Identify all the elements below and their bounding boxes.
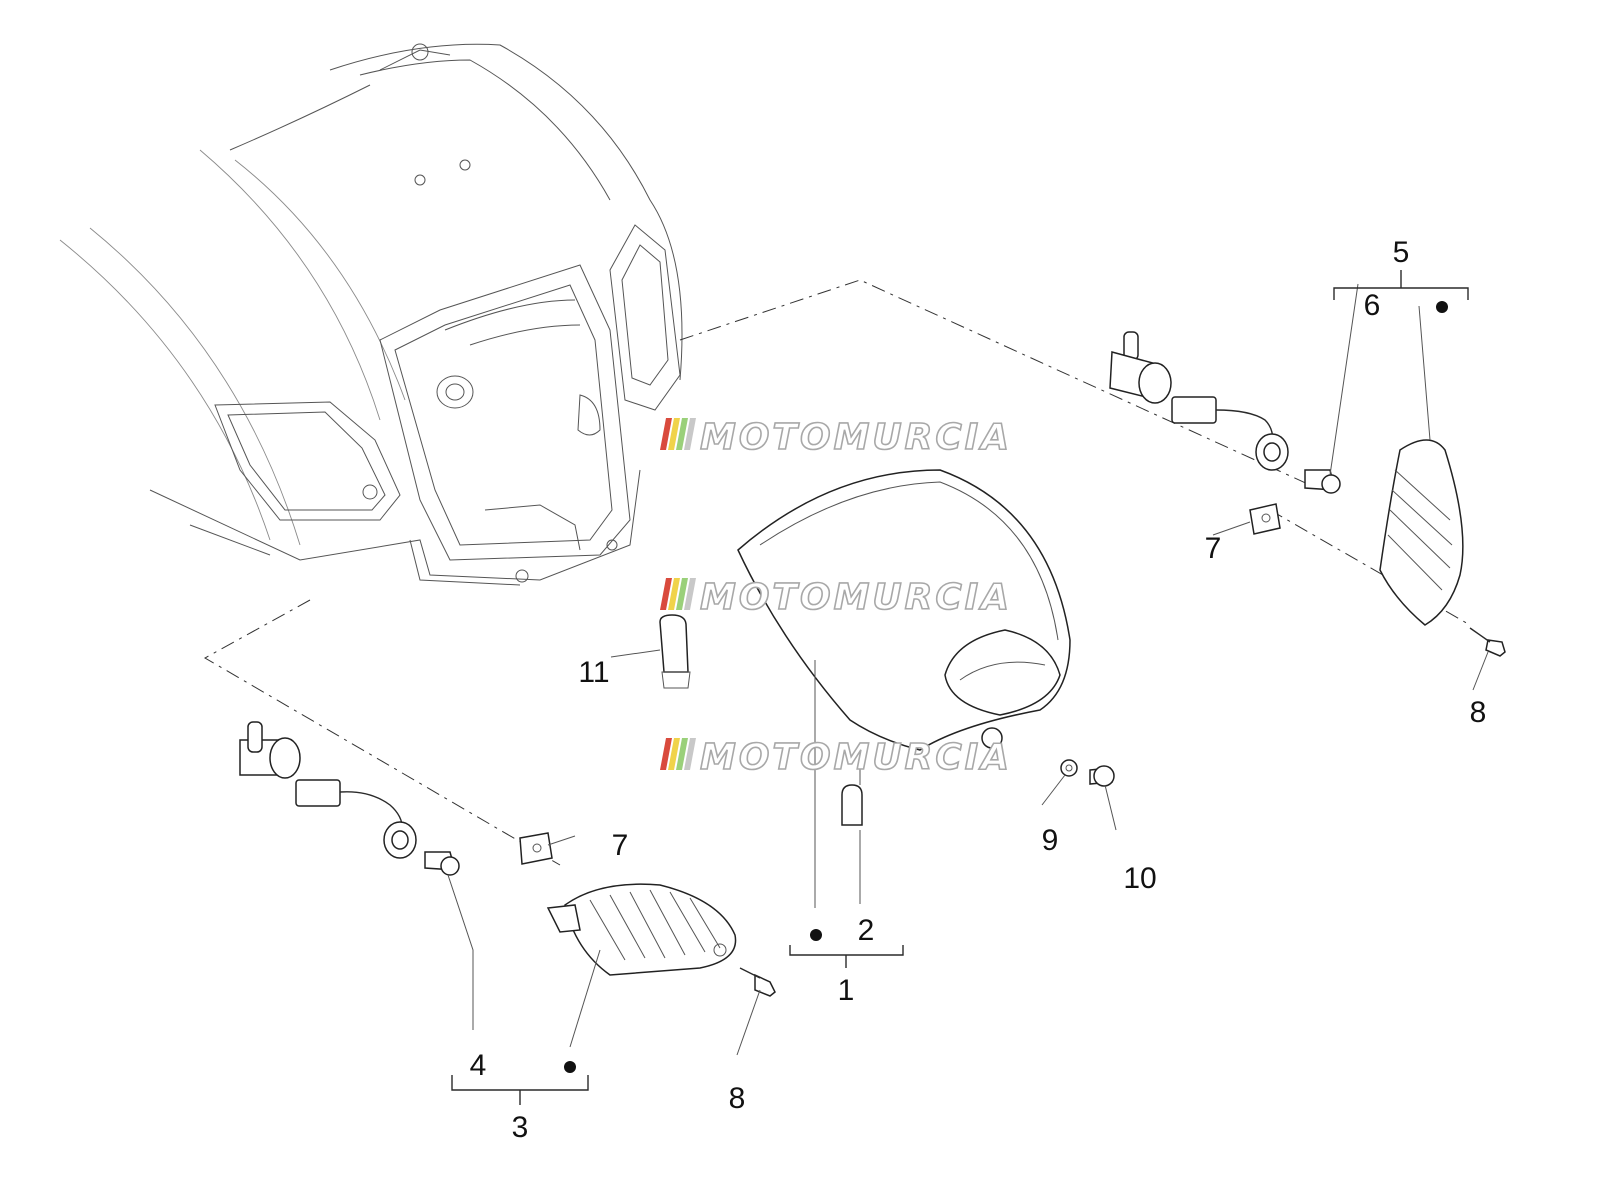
group-bracket-3 (451, 1061, 589, 1105)
part-label-7-left: 7 (612, 829, 629, 862)
part-label-2: 2 (858, 914, 875, 947)
right-indicator-assembly (1109, 331, 1506, 657)
watermark-text: MOTOMURCIA (700, 577, 1012, 618)
part-marker-dot (564, 1061, 576, 1073)
part-label-10: 10 (1123, 862, 1156, 895)
part-labels: 5 6 7 8 11 7 9 10 2 1 4 3 8 (470, 236, 1487, 1144)
part-label-3: 3 (512, 1111, 529, 1144)
part-marker-dot (810, 929, 822, 941)
group-bracket-1 (789, 929, 904, 968)
tail-light-assembly (659, 469, 1115, 826)
part-label-7-right: 7 (1205, 532, 1222, 565)
watermark-3: MOTOMURCIA (660, 736, 1012, 779)
watermark-1: MOTOMURCIA (660, 416, 1012, 459)
part-label-5: 5 (1393, 236, 1410, 269)
part-marker-dot (1436, 301, 1448, 313)
watermark-text: MOTOMURCIA (700, 417, 1012, 458)
part-label-9: 9 (1042, 824, 1059, 857)
part-label-1: 1 (838, 974, 855, 1007)
part-label-8-right: 8 (1470, 696, 1487, 729)
group-bracket-5 (1333, 270, 1469, 313)
watermark-2: MOTOMURCIA (660, 576, 1012, 619)
assembly-axes (203, 279, 1471, 866)
part-label-4: 4 (470, 1049, 487, 1082)
part-label-6: 6 (1364, 289, 1381, 322)
scooter-rear-body (59, 43, 683, 586)
left-indicator-assembly (239, 721, 776, 997)
part-label-8-left: 8 (729, 1082, 746, 1115)
leader-lines (447, 283, 1489, 1056)
watermark-text: MOTOMURCIA (700, 737, 1012, 778)
part-label-11: 11 (578, 656, 609, 689)
